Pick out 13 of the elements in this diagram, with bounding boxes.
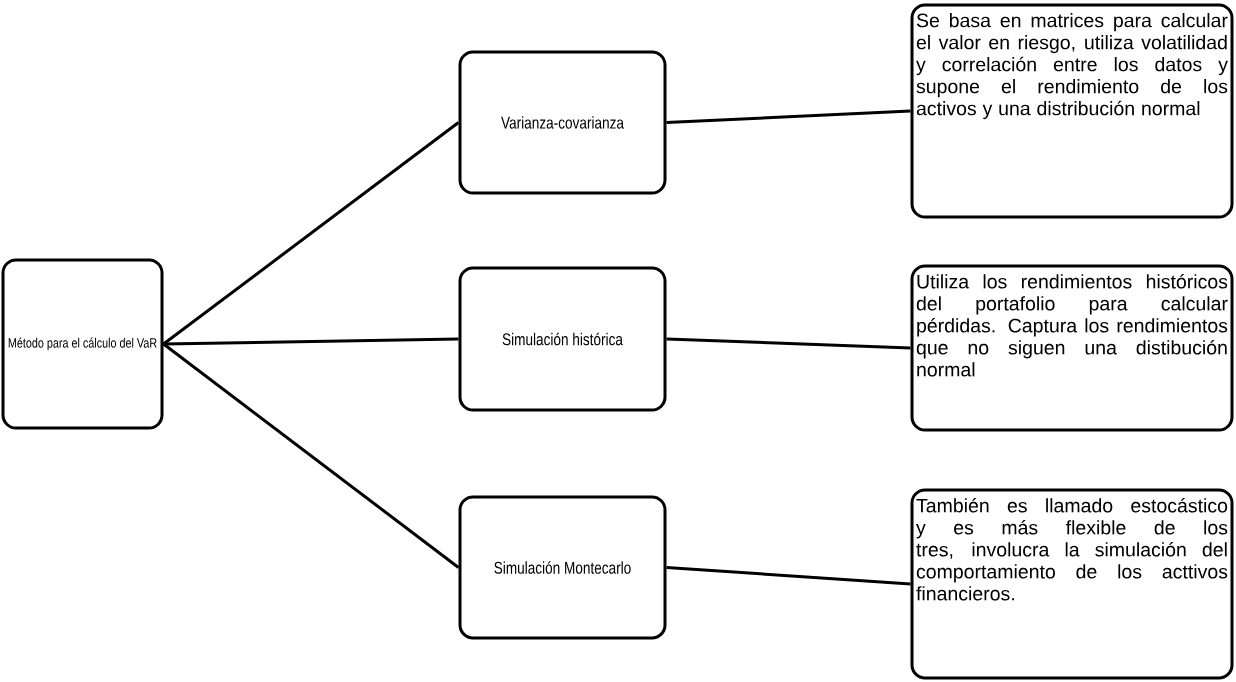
connector-line — [163, 337, 459, 346]
connector-line — [666, 566, 911, 586]
process-box: Varianza-covarianza — [458, 50, 667, 195]
process-box: Simulación histórica — [458, 266, 667, 412]
process-box: Simulación Montecarlo — [458, 495, 667, 640]
connector-line — [666, 109, 911, 124]
process-box: Método para el cálculo del VaR — [1, 258, 164, 430]
connector-line — [666, 337, 911, 350]
text-box: Se basa en matrices para calcular el valor en riesgo, utiliza volatilidad y correlación entre los datos y supone el rendimiento de los activos y una distribución normal — [910, 3, 1234, 219]
text-box: Utiliza los rendimientos históricos del portafolio para calcular pérdidas. Captura los rendimientos que no siguen una distibución normal — [910, 264, 1234, 432]
text-box: También es llamado estocástico y es más flexible de los tres, involucra la simulación del comportamiento de los acttivos financieros. — [910, 488, 1234, 680]
connector-line — [162, 121, 460, 346]
connector-line — [162, 342, 460, 569]
